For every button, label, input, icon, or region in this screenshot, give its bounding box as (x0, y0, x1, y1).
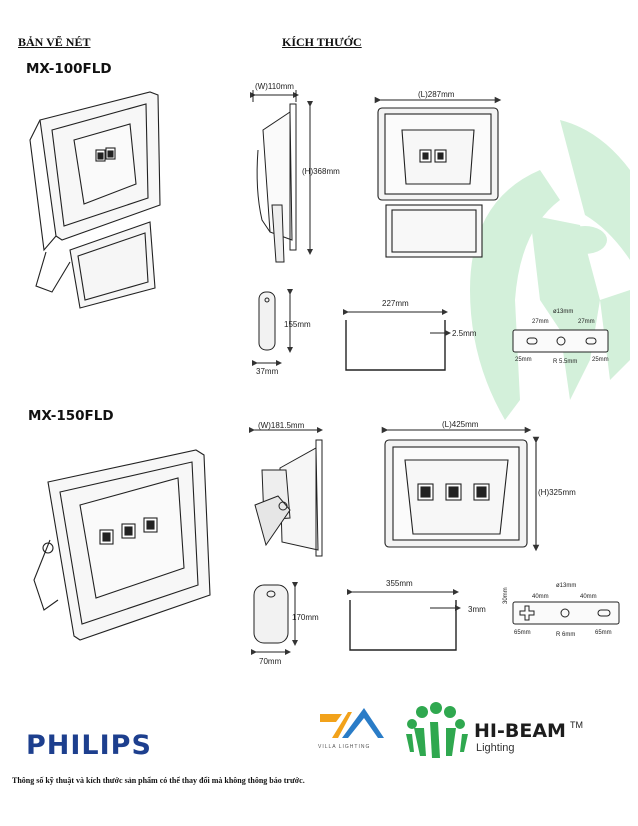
mx100-front-drawing (374, 96, 502, 258)
mx100-side-drawing (250, 90, 313, 263)
mx100-bracket-length-label: 227mm (382, 299, 409, 308)
mx150-bracket-width-label: 70mm (259, 657, 282, 666)
mx100-height-label: (H)368mm (302, 167, 340, 176)
mx100-thickness-label: 2.5mm (452, 329, 477, 338)
footnote: Thông số kỹ thuật và kích thước sản phẩm… (12, 776, 305, 785)
drawing-header: BẢN VẼ NÉT (18, 35, 91, 49)
mx150-hole-dia-label: ø13mm (556, 583, 577, 589)
mx100-bracket-height-label: 155mm (284, 320, 311, 329)
mx150-width-label: (W)181.5mm (258, 421, 305, 430)
dimensions-header: KÍCH THƯỚC (282, 35, 362, 49)
mx150-front-drawing (381, 426, 540, 552)
mx100-perspective-drawing (29, 91, 161, 309)
hibeam-subtitle: Lighting (476, 742, 515, 754)
mx150-length-label: (L)425mm (442, 420, 479, 429)
mx100-edge-right-label: 25mm (592, 357, 609, 363)
mx150-hole-left-label: 40mm (532, 594, 549, 600)
mx100-length-label: (L)287mm (418, 90, 455, 99)
mx150-radius-label: R 6mm (556, 632, 576, 638)
mx100-hole-dia-label: ø13mm (553, 309, 574, 315)
mx150-edge-right-label: 65mm (595, 630, 612, 636)
mx150-edge-left-label: 65mm (514, 630, 531, 636)
mx150-thickness-label: 3mm (468, 605, 486, 614)
mx150-perspective-drawing (33, 449, 211, 641)
mx100-bracket-drawings (252, 289, 609, 371)
mx100-edge-left-label: 25mm (515, 357, 532, 363)
mx100-hole-left-label: 27mm (532, 319, 549, 325)
mx150-hole-right-label: 40mm (580, 594, 597, 600)
mx100-bracket-width-label: 37mm (256, 367, 279, 376)
mx150-bracket-height-label: 170mm (292, 613, 319, 622)
hibeam-trademark: TM (570, 720, 583, 730)
mx100-hole-right-label: 27mm (578, 319, 595, 325)
mx150-side-drawing (249, 427, 323, 557)
villa-lighting-logo-text: VILLA LIGHTING (318, 744, 371, 750)
hibeam-logo-text: HI-BEAM (474, 720, 566, 742)
mx150-height-label: (H)325mm (538, 488, 576, 497)
mx150-bracket-length-label: 355mm (386, 579, 413, 588)
mx100-model-title: MX-100FLD (26, 61, 112, 77)
mx150-bracket-drawings (251, 582, 620, 655)
mx150-model-title: MX-150FLD (28, 408, 114, 424)
mx100-radius-label: R 5.5mm (553, 359, 578, 365)
mx100-width-label: (W)110mm (255, 82, 294, 91)
philips-logo: PHILIPS (26, 730, 152, 761)
